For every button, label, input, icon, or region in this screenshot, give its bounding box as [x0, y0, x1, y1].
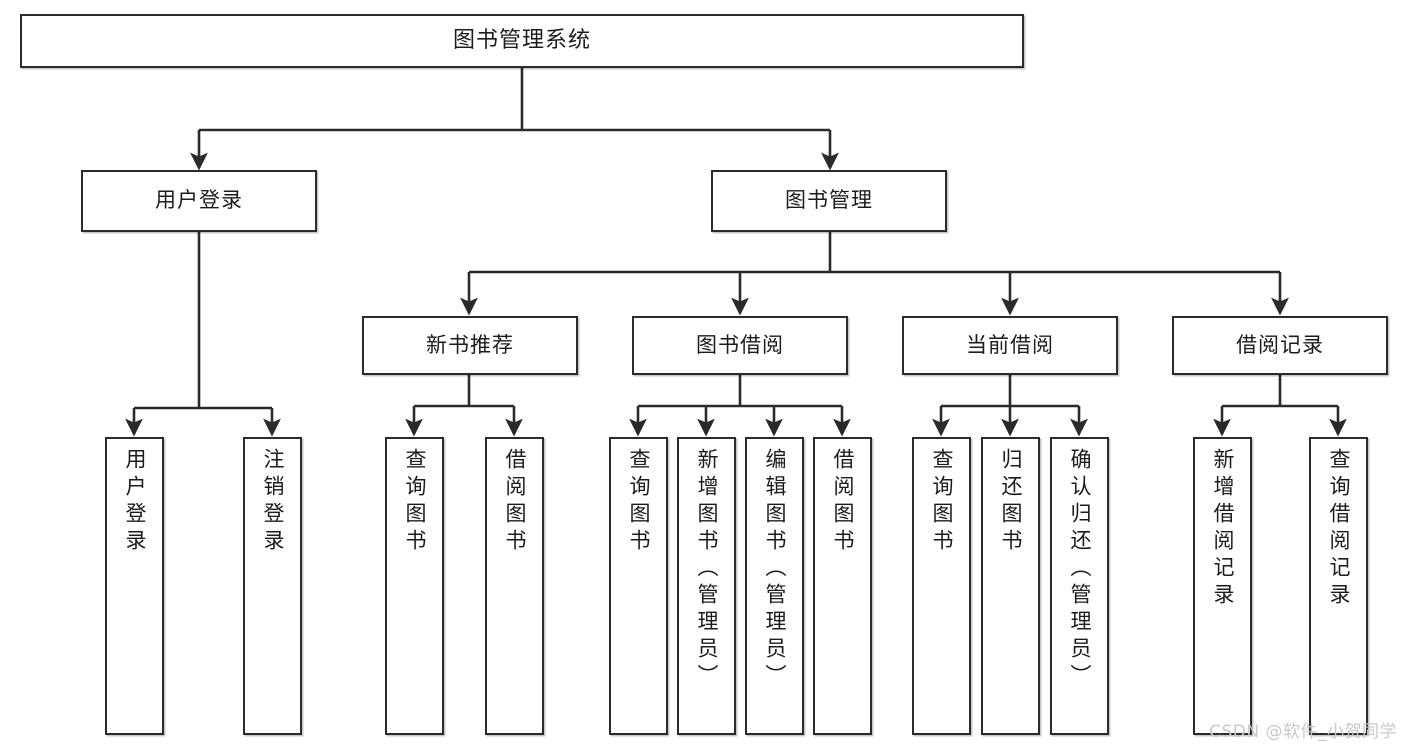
node-new-book-recommend[interactable]: 新书推荐 — [362, 316, 578, 375]
node-root-system[interactable]: 图书管理系统 — [20, 14, 1024, 68]
node-label: 借阅记录 — [1236, 332, 1324, 357]
node-label: 新增借阅记录 — [1211, 448, 1235, 610]
node-leaf-logout[interactable]: 注销登录 — [243, 437, 302, 735]
node-book-borrow[interactable]: 图书借阅 — [632, 316, 848, 375]
node-label: 归还图书 — [999, 448, 1023, 556]
node-current-borrow[interactable]: 当前借阅 — [902, 316, 1118, 375]
node-label: 借阅图书 — [831, 448, 855, 556]
node-label: 借阅图书 — [503, 448, 527, 556]
node-label: 查询图书 — [627, 448, 651, 556]
node-label: 图书管理 — [785, 188, 873, 213]
node-label: 图书借阅 — [696, 332, 784, 357]
node-leaf-add-book[interactable]: 新增图书（管理员） — [677, 437, 736, 735]
node-label: 用户登录 — [155, 188, 243, 213]
node-leaf-query-book-borrow[interactable]: 查询图书 — [609, 437, 668, 735]
node-leaf-query-book-current[interactable]: 查询图书 — [912, 437, 971, 735]
node-label: 当前借阅 — [966, 332, 1054, 357]
node-label: 图书管理系统 — [452, 27, 591, 53]
node-label: 查询图书 — [403, 448, 427, 556]
node-leaf-query-book-rec[interactable]: 查询图书 — [385, 437, 444, 735]
node-leaf-query-borrow-record[interactable]: 查询借阅记录 — [1309, 437, 1368, 735]
node-label: 查询借阅记录 — [1327, 448, 1351, 610]
node-leaf-edit-book[interactable]: 编辑图书（管理员） — [745, 437, 804, 735]
node-label: 注销登录 — [261, 448, 285, 556]
node-label: 新增图书（管理员） — [695, 448, 719, 691]
node-leaf-confirm-return[interactable]: 确认归还（管理员） — [1050, 437, 1109, 735]
watermark-text: CSDN @软件_小贺同学 — [1209, 722, 1397, 742]
node-leaf-add-borrow-record[interactable]: 新增借阅记录 — [1193, 437, 1252, 735]
node-book-manage[interactable]: 图书管理 — [711, 170, 947, 232]
node-label: 用户登录 — [123, 448, 147, 556]
node-leaf-borrow-book[interactable]: 借阅图书 — [813, 437, 872, 735]
node-leaf-user-login[interactable]: 用户登录 — [105, 437, 164, 735]
node-label: 新书推荐 — [426, 332, 514, 357]
node-borrow-record[interactable]: 借阅记录 — [1172, 316, 1388, 375]
node-label: 查询图书 — [930, 448, 954, 556]
node-leaf-borrow-book-rec[interactable]: 借阅图书 — [485, 437, 544, 735]
node-label: 确认归还（管理员） — [1068, 448, 1092, 691]
node-label: 编辑图书（管理员） — [763, 448, 787, 691]
node-leaf-return-book[interactable]: 归还图书 — [981, 437, 1040, 735]
node-user-login[interactable]: 用户登录 — [81, 170, 317, 232]
